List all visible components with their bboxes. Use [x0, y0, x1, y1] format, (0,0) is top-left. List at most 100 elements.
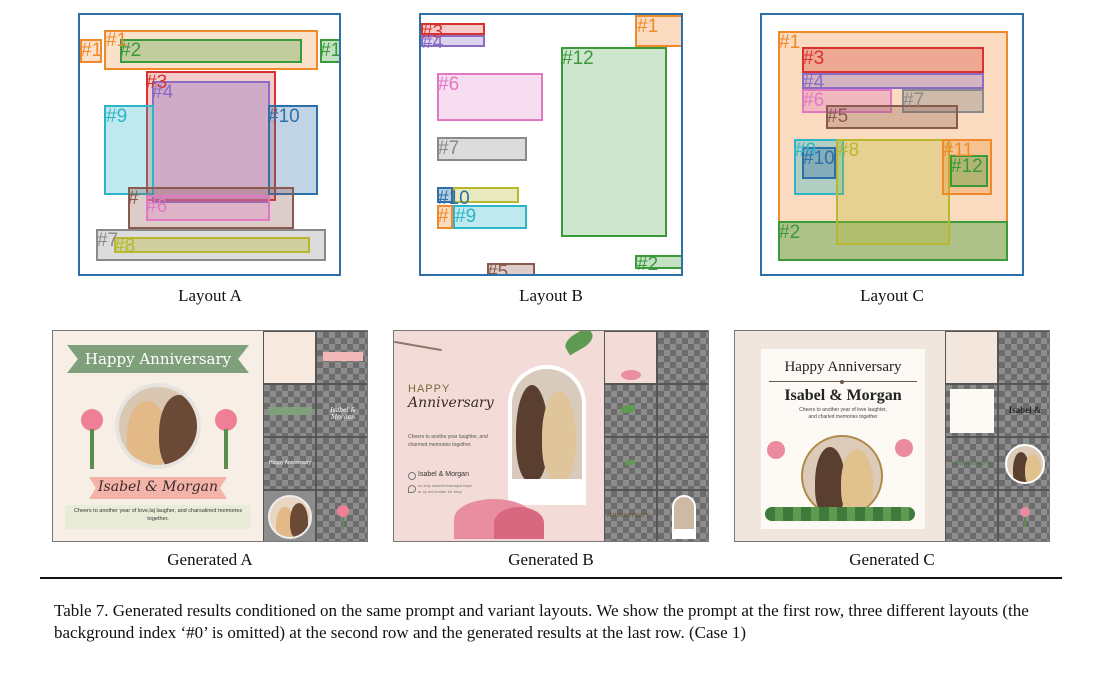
layout-b-box-8 — [453, 187, 519, 203]
cell-title-text: Anniversary — [607, 511, 650, 519]
element-cell — [316, 437, 367, 490]
layout-a-label: #6 — [146, 196, 168, 217]
cell-title-text: Happy Anniversary — [269, 460, 311, 466]
layout-b-box-10 — [437, 187, 453, 203]
layout-c-box-4 — [802, 73, 984, 89]
layout-c-box-10 — [802, 147, 836, 179]
layout-b-box-11 — [437, 205, 453, 229]
layout-a-box-2 — [120, 39, 302, 63]
arch-photo — [508, 365, 586, 505]
branch-icon — [394, 340, 442, 352]
element-cell: Happy Anniversary — [263, 437, 316, 490]
table-divider — [40, 577, 1062, 579]
poster-title-line1: HAPPY — [408, 383, 451, 395]
layout-a-label: #1 — [320, 40, 341, 61]
layout-a-label: #1 — [106, 30, 128, 51]
element-cell — [316, 331, 367, 384]
layout-b-label: #2 — [637, 254, 659, 275]
element-cell — [945, 384, 998, 437]
element-cell — [316, 490, 367, 541]
layout-b-label: #7 — [438, 138, 460, 159]
generated-c-caption: Generated C — [849, 550, 935, 569]
generated-b-caption: Generated B — [508, 550, 594, 569]
element-cell — [998, 331, 1049, 384]
layout-a-box-1-right — [320, 39, 339, 63]
layout-a-box-4 — [152, 81, 270, 203]
pin-icon — [408, 472, 416, 480]
element-cell — [604, 331, 657, 384]
element-cell — [657, 384, 708, 437]
layout-c-box-7 — [902, 89, 984, 113]
layout-b-box-9 — [453, 205, 527, 229]
generated-b-image: HAPPY Anniversary Cheers to anothe year … — [393, 330, 709, 542]
generated-c-poster: Happy Anniversary Isabel & Morgan Cheers… — [735, 331, 945, 541]
layout-c-box-3 — [802, 47, 984, 73]
layout-b-label: #10 — [438, 188, 470, 209]
message-banner — [65, 505, 251, 529]
mini-arch-photo — [672, 495, 696, 539]
layout-c-label: #7 — [903, 90, 925, 111]
layout-c-box-6 — [802, 89, 892, 113]
layout-b-label: #9 — [455, 206, 477, 227]
divider-dot-icon — [840, 380, 844, 384]
layout-b-label: #4 — [422, 32, 444, 53]
layout-b-label: #12 — [562, 48, 594, 69]
flower-icon — [337, 505, 349, 517]
layout-b-box-7 — [437, 137, 527, 161]
layout-a-box-6 — [146, 195, 270, 221]
element-cell — [604, 384, 657, 437]
poster-title: Happy Anniversary — [784, 359, 902, 375]
layout-b-box-3 — [421, 23, 485, 35]
layout-c-caption: Layout C — [860, 286, 924, 305]
rose-left-icon — [767, 441, 785, 459]
layout-b-box-5 — [487, 263, 535, 274]
layout-a-box-7 — [96, 229, 326, 261]
element-cell: Isabel & — [998, 384, 1049, 437]
poster-message: Cheers to another year of love,laj laugh… — [73, 508, 243, 522]
ribbon-banner — [67, 345, 249, 373]
element-cell — [263, 490, 316, 541]
generated-a-caption: Generated A — [167, 550, 253, 569]
flower-left-stem-icon — [90, 429, 94, 469]
element-cell — [945, 331, 998, 384]
element-cell — [604, 437, 657, 490]
flower-right-icon — [215, 409, 237, 431]
poster-names: Isabel & Morgan — [98, 479, 218, 495]
element-cell — [657, 331, 708, 384]
layout-c-box-12 — [950, 155, 988, 187]
layout-c-label: #2 — [779, 222, 801, 243]
layout-a-label: #4 — [152, 82, 174, 103]
element-cell — [998, 437, 1049, 490]
layout-b-label: #3 — [422, 22, 444, 43]
leaves-garland-icon — [765, 507, 915, 521]
element-cell: Isabel & Morgan — [316, 384, 367, 437]
layout-b-label: #6 — [438, 74, 460, 95]
layout-c-box-8 — [836, 139, 950, 245]
poster-title-line2: Anniversary — [408, 395, 494, 411]
leaf-icon — [562, 331, 596, 356]
layout-c-label: #3 — [803, 48, 825, 69]
layout-c-label: #4 — [803, 72, 825, 93]
generated-a-image: Happy Anniversary Isabel & Morgan Cheers… — [52, 330, 368, 542]
location-icon — [408, 485, 416, 493]
layout-a-canvas: #1 #1 #2 #1 #3 #4 #9 #10 # #6 #7 #8 — [78, 13, 341, 276]
layout-c-label: #9 — [795, 140, 817, 161]
layout-b-box-1 — [635, 15, 681, 47]
rose-right-icon — [895, 439, 913, 457]
flower-icon — [621, 370, 641, 380]
couple-photo — [801, 435, 883, 517]
generated-c-image: Happy Anniversary Isabel & Morgan Cheers… — [734, 330, 1050, 542]
element-cell — [657, 490, 708, 541]
layout-c-label: #1 — [779, 32, 801, 53]
layout-a-box-5 — [128, 187, 294, 229]
element-cell: Anniversary — [945, 437, 998, 490]
layout-a-box-1-top — [104, 30, 318, 70]
layout-c-label: #6 — [803, 90, 825, 111]
element-cell: Anniversary — [604, 490, 657, 541]
layout-c-label: #5 — [827, 106, 849, 127]
poster-title: Happy Anniversary — [84, 350, 232, 368]
layout-a-caption: Layout A — [178, 286, 242, 305]
layout-a-box-9 — [104, 105, 154, 195]
layout-a-box-1-left — [80, 39, 102, 63]
poster-names: Isabel & Morgan — [418, 471, 469, 478]
